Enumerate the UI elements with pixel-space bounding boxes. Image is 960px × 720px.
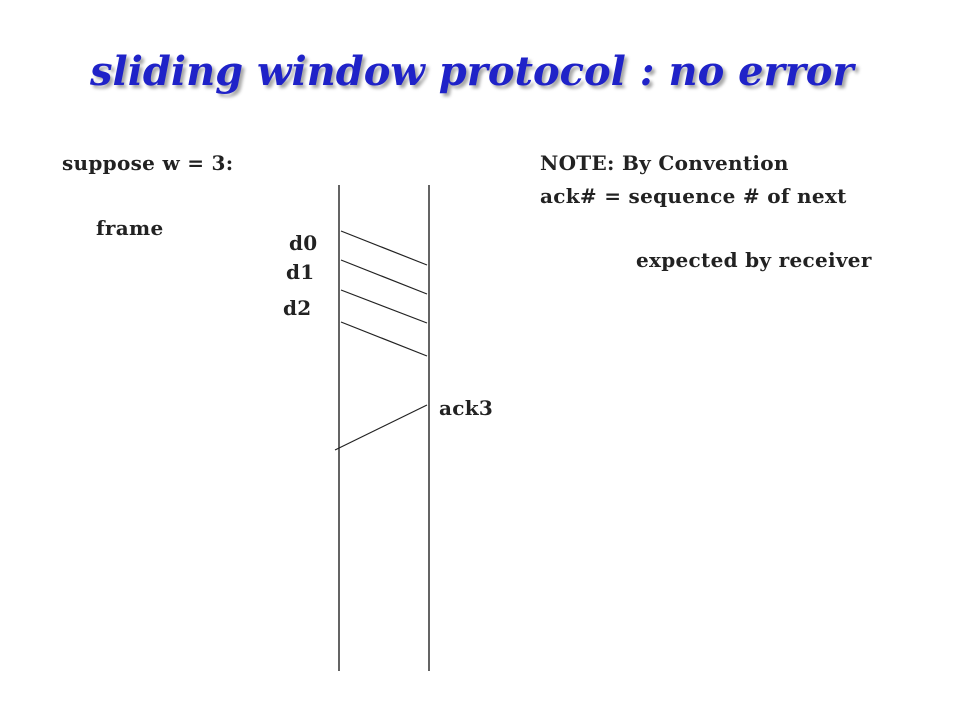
- ack3-label: ack3: [439, 396, 494, 420]
- frame-d2-arrow: [340, 289, 428, 324]
- ack3-arrow: [334, 404, 428, 451]
- frame-d1-arrow: [340, 259, 428, 295]
- slide-title: sliding window protocol : no error: [90, 48, 854, 95]
- note-line-1: NOTE: By Convention: [540, 151, 789, 175]
- frame-d2-label: d2: [283, 296, 312, 320]
- frame-d1-label: d1: [286, 260, 315, 284]
- note-line-2: ack# = sequence # of next: [540, 184, 847, 208]
- frame-label: frame: [96, 216, 164, 240]
- frame-extra-arrow: [340, 321, 428, 357]
- frame-d0-label: d0: [289, 231, 318, 255]
- frame-d0-arrow: [340, 230, 428, 266]
- note-line-3: expected by receiver: [636, 248, 872, 272]
- window-size-text: suppose w = 3:: [62, 151, 234, 175]
